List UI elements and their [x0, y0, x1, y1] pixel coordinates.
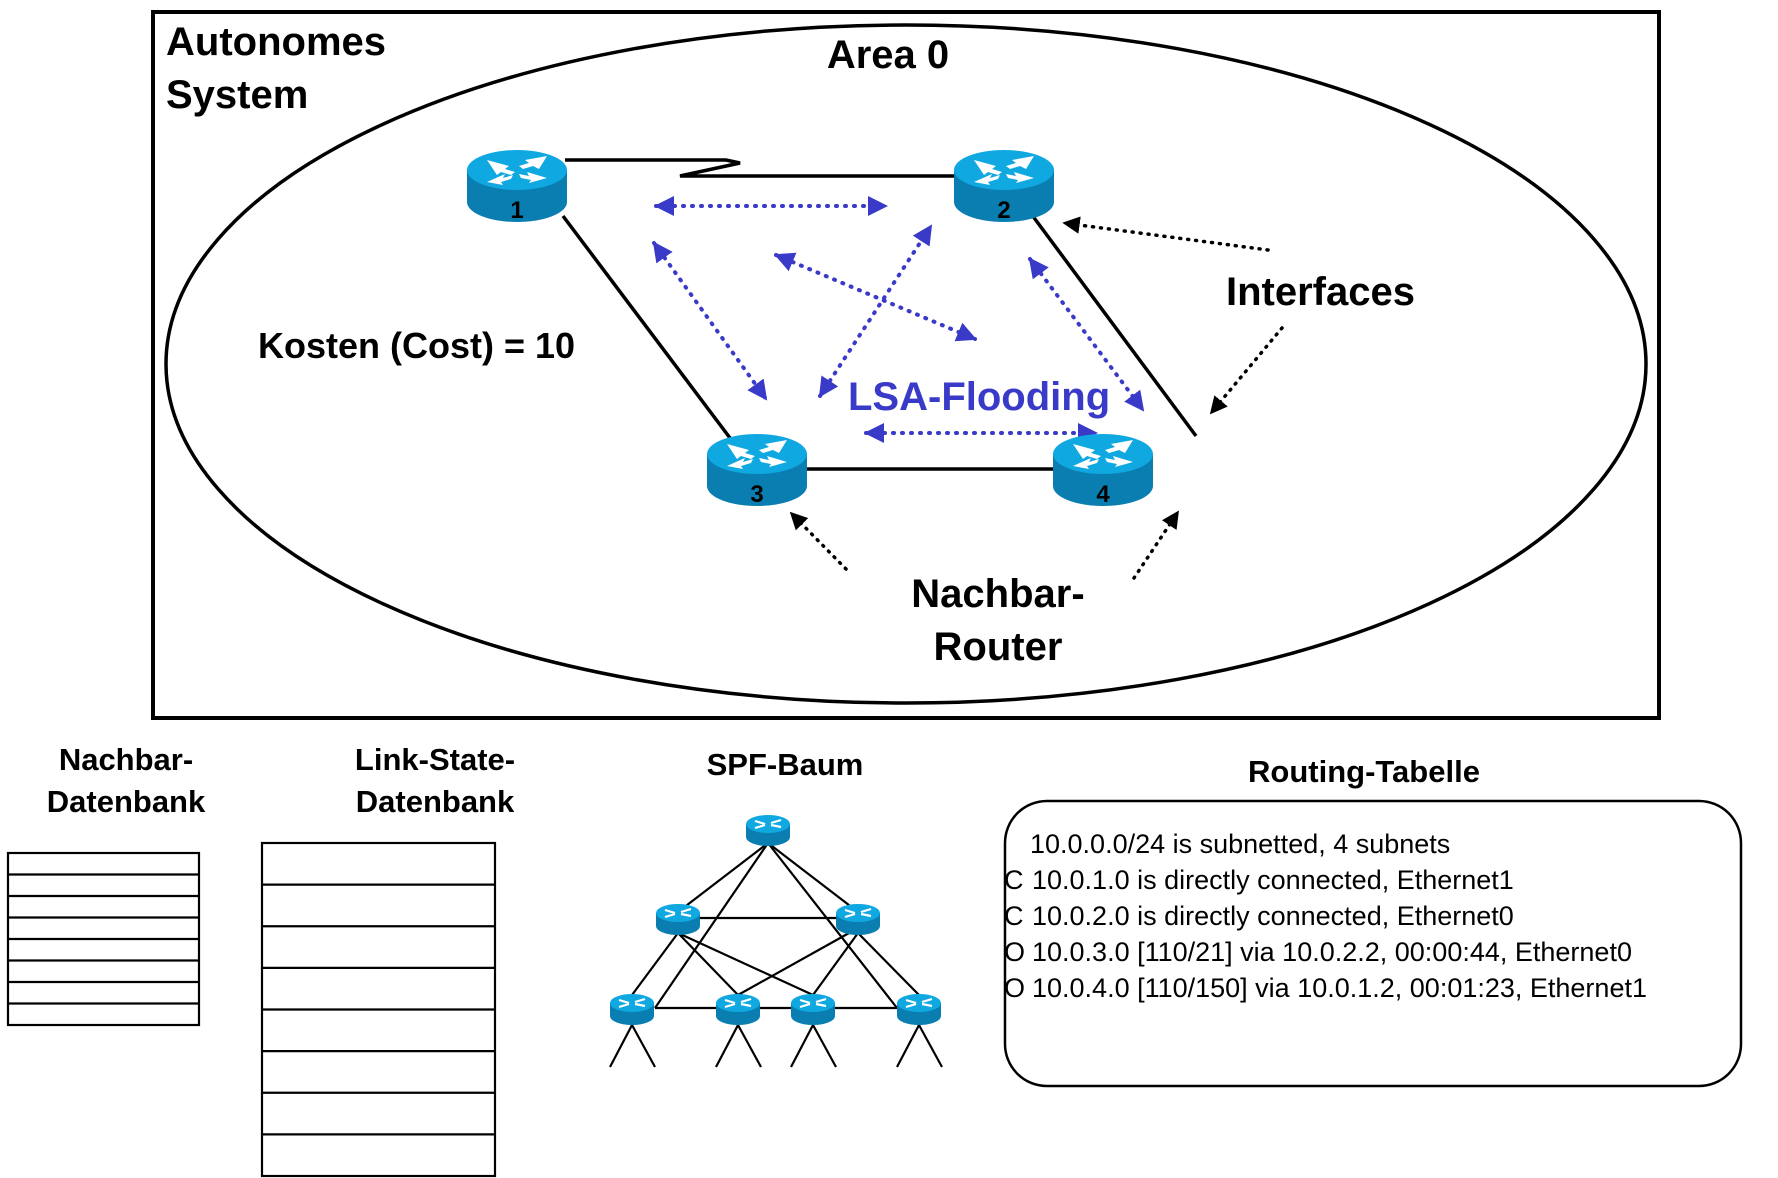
as-title-line1: Autonomes: [166, 20, 386, 64]
lsa-flooding-label: LSA-Flooding: [848, 375, 1110, 419]
router-1-label: 1: [510, 197, 523, 224]
spf-router-icon: [608, 992, 656, 1027]
spf-leaf-edge: [896, 1024, 920, 1068]
route-text: 10.0.4.0 [110/150] via 10.0.1.2, 00:01:2…: [1032, 973, 1647, 1003]
spf-tree-title: SPF-Baum: [707, 747, 864, 782]
neighbor-arrow-router-3: [789, 511, 848, 571]
routing-table-box: [1003, 799, 1743, 1088]
spf-edge: [767, 842, 859, 913]
router-3[interactable]: 3: [707, 434, 807, 508]
neighbor-router-label-line2: Router: [934, 625, 1063, 669]
annotation-arrows: [789, 216, 1284, 580]
spf-leaf-edge: [812, 1024, 837, 1068]
routing-table-title: Routing-Tabelle: [1248, 754, 1480, 789]
spf-leaf-edge: [737, 1024, 762, 1068]
spf-leaf-edge: [918, 1024, 943, 1068]
router-4-label: 4: [1096, 481, 1110, 508]
interfaces-label: Interfaces: [1226, 270, 1415, 314]
routing-table-header: 10.0.0.0/24 is subnetted, 4 subnets: [1030, 829, 1450, 859]
linkstate-db-table: [260, 841, 497, 1178]
spf-edge: [677, 842, 769, 913]
spf-leaf-edge: [609, 1024, 633, 1068]
spf-tree-edges: [609, 842, 943, 1068]
spf-leaf-edge: [790, 1024, 814, 1068]
router-3-label: 3: [750, 481, 763, 508]
as-title-line2: System: [166, 73, 308, 117]
route-code: C: [1004, 901, 1024, 931]
spf-tree-nodes: [608, 813, 943, 1027]
spf-edge: [812, 932, 859, 996]
neighbor-db-title-line2: Datenbank: [47, 784, 206, 819]
spf-edge: [857, 932, 920, 996]
router-2[interactable]: 2: [954, 150, 1054, 224]
route-text: 10.0.1.0 is directly connected, Ethernet…: [1032, 865, 1514, 895]
spf-edge: [654, 842, 769, 1009]
router-4[interactable]: 4: [1053, 434, 1153, 508]
area-label: Area 0: [827, 33, 949, 77]
spf-router-icon: [654, 902, 702, 937]
lsa-arrows: [652, 196, 1145, 443]
spf-leaf-edge: [631, 1024, 656, 1068]
autonomous-system-frame: [151, 10, 1661, 720]
routing-table-entries: C 10.0.1.0 is directly connected, Etherne…: [1004, 865, 1647, 1003]
spf-leaf-edge: [715, 1024, 739, 1068]
router-1[interactable]: 1: [467, 150, 567, 224]
spf-edge: [677, 932, 739, 996]
spf-router-icon: [714, 992, 762, 1027]
link-1-3: [561, 214, 732, 440]
spf-edge: [737, 927, 859, 996]
spf-edge: [677, 932, 814, 996]
route-code: C: [1004, 865, 1024, 895]
spf-root-router-icon: [744, 813, 792, 848]
neighbor-arrow-router-4: [1132, 510, 1180, 580]
spf-edge: [631, 932, 679, 996]
neighbor-router-label-line1: Nachbar-: [911, 572, 1084, 616]
area-0-ellipse: [164, 23, 1648, 705]
spf-router-icon: [789, 992, 837, 1027]
cost-label: Kosten (Cost) = 10: [258, 325, 575, 366]
route-text: 10.0.2.0 is directly connected, Ethernet…: [1032, 901, 1514, 931]
interfaces-arrow-router-2: [1062, 216, 1270, 252]
lsa-arrow-3-2: [818, 224, 933, 398]
route-text: 10.0.3.0 [110/21] via 10.0.2.2, 00:00:44…: [1032, 937, 1632, 967]
spf-router-icon: [834, 902, 882, 937]
lsa-arrow-1-3: [652, 241, 768, 401]
link-1-2-serial: [565, 158, 956, 178]
router-2-label: 2: [997, 197, 1010, 224]
neighbor-db-title-line1: Nachbar-: [59, 742, 193, 777]
neighbor-db-table: [6, 851, 201, 1027]
linkstate-db-title-line1: Link-State-: [355, 742, 515, 777]
spf-edge: [767, 842, 898, 1009]
lsa-arrow-1-4: [774, 252, 977, 342]
linkstate-db-title-line2: Datenbank: [356, 784, 515, 819]
interfaces-arrow-router-4: [1209, 326, 1284, 415]
spf-router-icon: [895, 992, 943, 1027]
route-code: O: [1004, 937, 1025, 967]
route-code: O: [1004, 973, 1025, 1003]
